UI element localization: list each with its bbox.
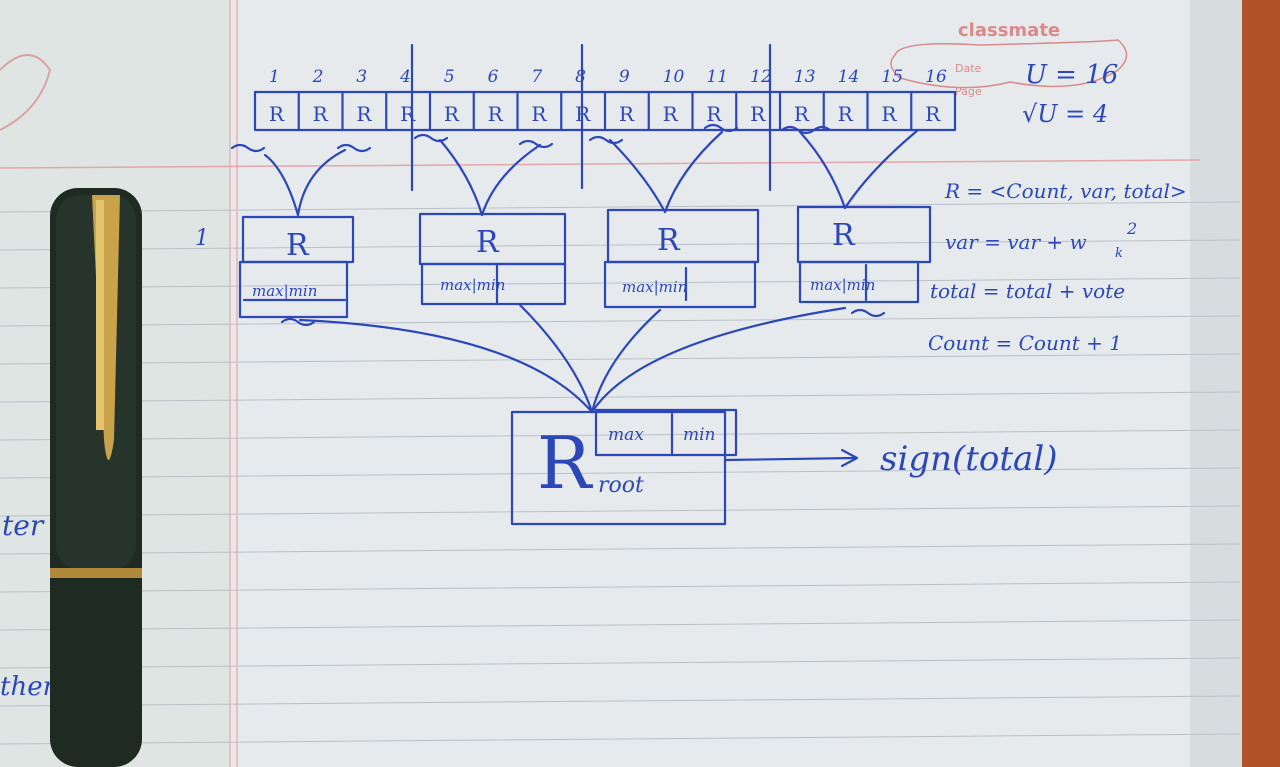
note-u: U = 16 [1025,60,1118,90]
margin-text-ther: ther [0,672,57,702]
array-cell: R [400,102,416,126]
ruled-line [0,315,1241,327]
mid-node-sub: max|min [622,278,687,296]
array-cell: R [269,102,285,126]
root-connectors [298,303,847,414]
note-var-update: var = var + w k 2 [945,219,1137,261]
ruled-line [0,733,1241,745]
array-index: 5 [444,67,455,87]
array-cell: R [794,102,810,126]
page-label: Page [955,85,982,98]
ruled-lines [0,201,1241,745]
array-cell: R [444,102,460,126]
note-r-definition: R = <Count, var, total> [944,179,1187,203]
array-index: 10 [663,67,685,87]
ruled-line [0,657,1241,669]
array-cell: R [313,102,329,126]
array-index: 4 [399,67,411,87]
root-caption: root [598,473,644,498]
note-var-text: var = var + w [945,230,1087,254]
note-var-superscript: 2 [1126,219,1137,238]
output-sign-total: sign(total) [880,439,1057,479]
array-index: 3 [356,67,367,87]
header-line [0,159,1201,169]
brand-frame [890,39,1128,89]
connector-curves [263,128,920,217]
array-cell: R [925,102,941,126]
note-count-update: Count = Count + 1 [928,331,1122,355]
mid-node-sub: max|min [810,276,875,294]
root-min: min [683,425,716,445]
right-page [230,0,1240,767]
array-index: 6 [488,67,499,87]
ruled-line [0,619,1241,631]
array-cell: R [619,102,635,126]
brand-name: classmate [958,20,1060,41]
array-cell: R [356,102,372,126]
ruled-line [0,391,1241,403]
array-index: 1 [269,67,280,87]
root-max: max [608,425,644,445]
ruled-line [0,543,1241,555]
ruled-line [0,505,1241,517]
mid-node-label: R [476,225,500,260]
mid-node-label: R [657,223,681,258]
mid-node-label: R [832,218,856,253]
array-index: 15 [881,67,903,87]
array-cell: R [706,102,722,126]
date-label: Date [955,62,982,75]
mid-node-sub: max|min [440,276,505,294]
array-cell: R [575,102,591,126]
mid-node-1: R max|min [238,215,355,319]
array-index: 12 [750,67,772,87]
mid-node-label: R [286,228,310,263]
root-node: R max min root [510,408,738,526]
squiggle-marks [280,308,886,327]
array-cell: R [531,102,547,126]
note-var-subscript: k [1115,246,1123,261]
fabric-pattern [1240,0,1280,767]
ruled-line [0,201,1241,213]
page-edge [1190,0,1242,767]
note-total-update: total = total + vote [930,279,1125,303]
margin-text-ter: ter [2,509,45,542]
ruled-line [0,467,1241,479]
ruled-line [0,353,1241,365]
ruled-line [0,429,1241,441]
mid-node-2: R max|min [418,212,567,306]
ruled-line [0,239,1241,251]
mid-node-4: R max|min [796,205,932,304]
array-index: 2 [312,67,324,87]
array-index: 11 [706,67,728,87]
array-index: 7 [531,67,542,87]
array-cell: R [750,102,766,126]
array-index: 9 [619,67,630,87]
note-sqrt-u: √U = 4 [1022,100,1108,128]
mid-node-3: R max|min [603,208,760,309]
fountain-pen [50,188,142,767]
array-cell: R [838,102,854,126]
output-arrow [723,448,859,468]
root-label: R [537,421,593,505]
left-tick-mark: 1 [195,226,209,251]
array-cell: R [488,102,504,126]
swirl-decoration [0,54,52,131]
squiggle-marks [230,123,832,153]
array-index: 14 [838,67,860,87]
mid-node-sub: max|min [252,282,317,300]
ruled-line [0,581,1241,593]
array-index: 13 [794,67,816,87]
ruled-line [0,277,1241,289]
ruled-line [0,695,1241,707]
array-cell: R [663,102,679,126]
array-index: 8 [575,67,586,87]
array-index: 16 [925,67,947,87]
array-cell: R [881,102,897,126]
